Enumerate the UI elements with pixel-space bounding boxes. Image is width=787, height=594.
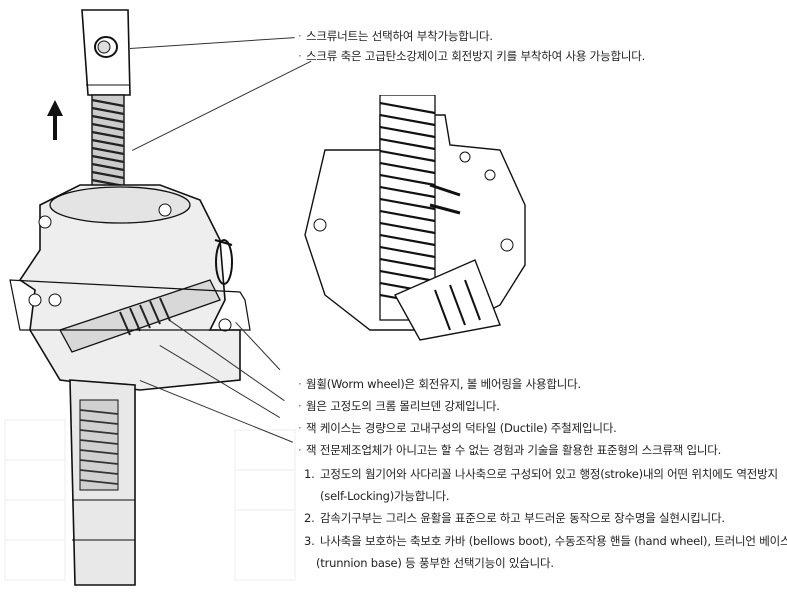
note-standard-jack: ·잭 전문제조업체가 아니고는 할 수 없는 경험과 기술을 활용한 표준형의 … <box>298 443 722 457</box>
note-screw-nut: ·스크류너트는 선택하여 부착가능합니다. <box>298 29 493 43</box>
bullet: · <box>298 377 302 391</box>
bullet: · <box>298 29 302 43</box>
note-screw-shaft: ·스크류 축은 고급탄소강제이고 회전방지 키를 부착하여 사용 가능합니다. <box>298 49 646 63</box>
numbered-item-1-cont: (self-Locking)가능합니다. <box>320 489 450 503</box>
bullet: · <box>298 421 302 435</box>
numbered-item-3-cont: (trunnion base) 등 풍부한 선택기능이 있습니다. <box>316 556 554 570</box>
bullet: · <box>298 399 302 413</box>
screw-jack-illustration <box>0 0 300 594</box>
note-jack-case: ·잭 케이스는 경량으로 고내구성의 덕타일 (Ductile) 주철제입니다. <box>298 421 617 435</box>
note-worm: ·웜은 고정도의 크롬 몰리브덴 강제입니다. <box>298 399 500 413</box>
note-worm-wheel: ·웜휠(Worm wheel)은 회전유지, 볼 베어링을 사용합니다. <box>298 377 581 391</box>
screw-detail-illustration <box>304 95 526 341</box>
bullet: · <box>298 49 302 63</box>
numbered-item-1: 1.고정도의 웜기어와 사다리꼴 나사축으로 구성되어 있고 행정(stroke… <box>304 467 778 481</box>
numbered-item-3: 3.나사축을 보호하는 축보호 카바 (bellows boot), 수동조작용… <box>304 534 787 548</box>
numbered-item-2: 2.감속기구부는 그리스 윤활을 표준으로 하고 부드러운 동작으로 장수명을 … <box>304 511 725 525</box>
bullet: · <box>298 443 302 457</box>
